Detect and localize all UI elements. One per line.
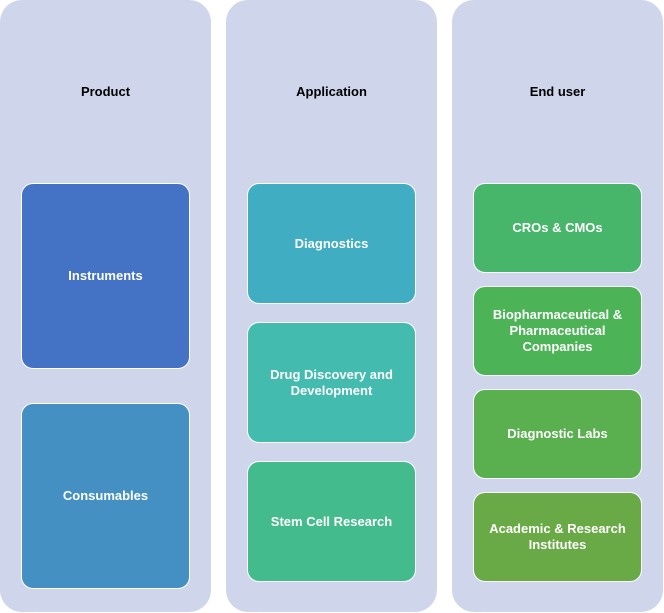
box-diagnostic-labs: Diagnostic Labs bbox=[473, 389, 642, 479]
column-product: Product Instruments Consumables bbox=[0, 0, 211, 612]
box-drug-discovery: Drug Discovery and Development bbox=[247, 322, 416, 443]
box-consumables: Consumables bbox=[21, 403, 190, 589]
box-biopharma-companies: Biopharmaceutical & Pharmaceutical Compa… bbox=[473, 286, 642, 376]
column-title-product: Product bbox=[80, 84, 131, 99]
column-title-application: Application bbox=[296, 84, 367, 99]
column-application: Application Diagnostics Drug Discovery a… bbox=[226, 0, 437, 612]
box-stem-cell-research: Stem Cell Research bbox=[247, 461, 416, 582]
column-title-end-user: End user bbox=[529, 84, 586, 99]
box-cros-cmos: CROs & CMOs bbox=[473, 183, 642, 273]
box-academic-research-institutes: Academic & Research Institutes bbox=[473, 492, 642, 582]
box-diagnostics: Diagnostics bbox=[247, 183, 416, 304]
box-instruments: Instruments bbox=[21, 183, 190, 369]
column-end-user: End user CROs & CMOs Biopharmaceutical &… bbox=[452, 0, 663, 612]
